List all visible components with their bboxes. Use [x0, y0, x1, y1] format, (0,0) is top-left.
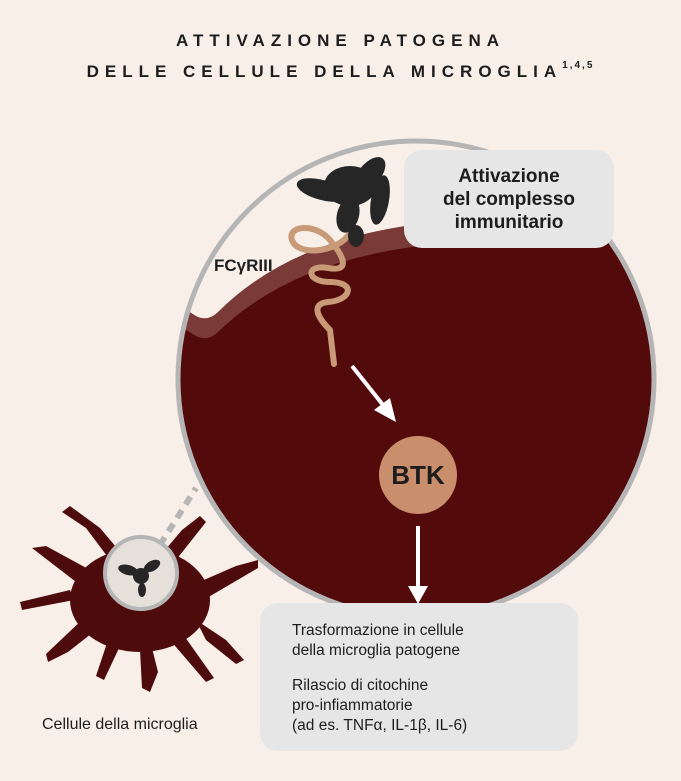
- callout-line-3: immunitario: [454, 211, 564, 233]
- arrow-to-btk: [350, 364, 396, 422]
- btk-node: [379, 436, 457, 514]
- outcome-line-3: Rilascio di citochine: [292, 677, 429, 694]
- zoom-connector-dashes: [157, 486, 199, 547]
- outcome-line-1: Trasformazione in cellule: [292, 622, 464, 639]
- callout-line-1: Attivazione: [458, 165, 560, 187]
- cell-cytoplasm: [178, 222, 654, 617]
- callout-line-2: del complesso: [443, 188, 575, 210]
- immune-complex-activation-callout: Attivazione del complesso immunitario: [404, 150, 614, 248]
- arrow-to-outcome: [408, 526, 428, 604]
- immune-complex-icon: [296, 157, 390, 247]
- outcome-line-2: della microglia patogene: [292, 642, 461, 659]
- title-line-1: ATTIVAZIONE PATOGENA: [175, 31, 506, 50]
- diagram-title: ATTIVAZIONE PATOGENA DELLE CELLULE DELLA…: [0, 28, 681, 84]
- title-line-2: DELLE CELLULE DELLA MICROGLIA: [86, 62, 563, 81]
- outcome-line-4: pro-infiammatorie: [292, 697, 413, 714]
- receptor-label: FCγRIII: [214, 256, 273, 275]
- outcome-line-5: (ad es. TNFα, IL-1β, IL-6): [292, 717, 468, 734]
- title-references: 1,4,5: [562, 60, 595, 71]
- small-immune-complex-icon: [118, 559, 161, 597]
- fcgriii-receptor: [288, 224, 355, 367]
- btk-label: BTK: [391, 459, 445, 490]
- outcome-box: Trasformazione in cellule della microgli…: [260, 603, 578, 751]
- microglia-caption: Cellule della microglia: [42, 716, 198, 733]
